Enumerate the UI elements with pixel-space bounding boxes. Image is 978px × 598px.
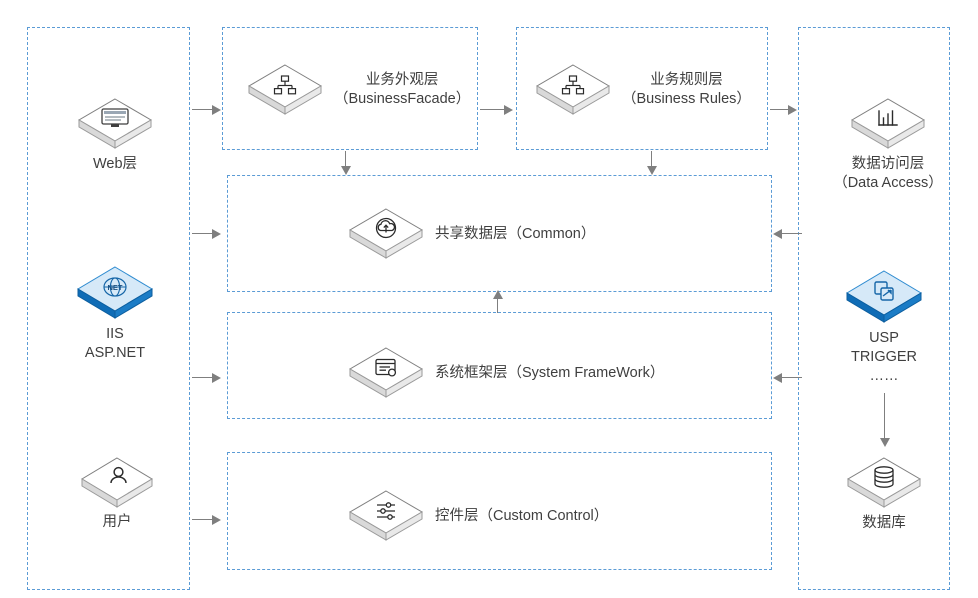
connector-framework-to-common: [497, 297, 499, 313]
arrowhead-data-access-to-common: [773, 229, 782, 239]
node-user-label: 用户: [102, 514, 132, 530]
node-data-access[interactable]: 数据访问层 （Data Access）: [827, 96, 949, 193]
connector-data-access-to-common: [782, 233, 802, 235]
node-usp-trigger-label-line3: ……: [869, 368, 899, 384]
node-common-label: 共享数据层（Common）: [435, 225, 596, 242]
node-business-facade-label-line1: 业务外观层: [365, 72, 439, 88]
cloud-upload-icon: [347, 206, 425, 262]
org-chart-icon: [534, 62, 612, 118]
arrowhead-usp-to-database: [880, 438, 890, 447]
arrowhead-iis-to-framework: [212, 373, 221, 383]
arrowhead-web-to-facade: [212, 105, 221, 115]
stored-procedure-icon: [844, 268, 924, 326]
node-iis[interactable]: NET IIS ASP.NET: [68, 264, 162, 363]
node-data-access-label-line1: 数据访问层: [851, 156, 925, 172]
node-business-facade[interactable]: 业务外观层 （BusinessFacade）: [246, 62, 470, 118]
node-common[interactable]: 共享数据层（Common）: [347, 206, 595, 262]
node-database[interactable]: 数据库: [839, 455, 929, 533]
svg-text:NET: NET: [108, 283, 123, 292]
node-framework-label: 系统框架层（System FrameWork）: [435, 364, 665, 381]
connector-usp-to-database: [884, 393, 886, 441]
connector-rules-to-data-access: [770, 109, 792, 111]
node-framework[interactable]: 系统框架层（System FrameWork）: [347, 345, 664, 401]
connector-user-to-custom-control: [192, 519, 218, 521]
monitor-icon: [76, 96, 154, 152]
node-business-rules-label-line2: （Business Rules）: [622, 91, 751, 107]
connector-facade-to-common: [345, 151, 347, 170]
arrowhead-user-to-custom-control: [212, 515, 221, 525]
node-business-facade-label: 业务外观层 （BusinessFacade）: [334, 71, 470, 109]
node-database-label: 数据库: [862, 515, 906, 531]
node-business-facade-label-line2: （BusinessFacade）: [334, 91, 471, 107]
business-rules-container: [516, 27, 768, 150]
node-data-access-label-line2: （Data Access）: [833, 175, 943, 191]
business-facade-container: [222, 27, 478, 150]
connector-facade-to-rules: [480, 109, 508, 111]
node-usp-trigger-label-line2: TRIGGER: [850, 349, 918, 365]
framework-container: [227, 312, 772, 419]
arrowhead-framework-to-common: [493, 290, 503, 299]
node-iis-label-line1: IIS: [106, 326, 124, 342]
arrowhead-rules-to-data-access: [788, 105, 797, 115]
connector-rules-to-common: [651, 151, 653, 170]
bar-chart-icon: [849, 96, 927, 152]
arrowhead-facade-to-rules: [504, 105, 513, 115]
connector-web-to-facade: [192, 109, 218, 111]
database-icon: [845, 455, 923, 511]
node-business-rules-label-line1: 业务规则层: [650, 72, 723, 88]
window-settings-icon: [347, 345, 425, 401]
sliders-icon: [347, 488, 425, 544]
org-chart-icon: [246, 62, 324, 118]
node-business-rules-label: 业务规则层 （Business Rules）: [622, 71, 751, 109]
client-column-container: [27, 27, 190, 590]
arrowhead-usp-to-framework: [773, 373, 782, 383]
arrowhead-rules-to-common: [647, 166, 657, 175]
node-custom-control-label: 控件层（Custom Control）: [435, 507, 609, 524]
connector-iis-to-framework: [192, 377, 218, 379]
data-column-container: [798, 27, 950, 590]
arrowhead-facade-to-common: [341, 166, 351, 175]
node-iis-label-line2: ASP.NET: [84, 345, 146, 361]
custom-control-container: [227, 452, 772, 570]
user-icon: [79, 455, 155, 510]
node-web[interactable]: Web层: [70, 96, 160, 174]
node-custom-control[interactable]: 控件层（Custom Control）: [347, 488, 608, 544]
node-usp-trigger[interactable]: USP TRIGGER ……: [834, 268, 934, 386]
connector-iis-to-common: [192, 233, 218, 235]
node-web-label: Web层: [92, 156, 138, 172]
node-user[interactable]: 用户: [72, 455, 162, 532]
arrowhead-iis-to-common: [212, 229, 221, 239]
connector-usp-to-framework: [782, 377, 802, 379]
dotnet-globe-icon: NET: [75, 264, 155, 322]
node-usp-trigger-label-line1: USP: [869, 330, 899, 346]
node-business-rules[interactable]: 业务规则层 （Business Rules）: [534, 62, 751, 118]
